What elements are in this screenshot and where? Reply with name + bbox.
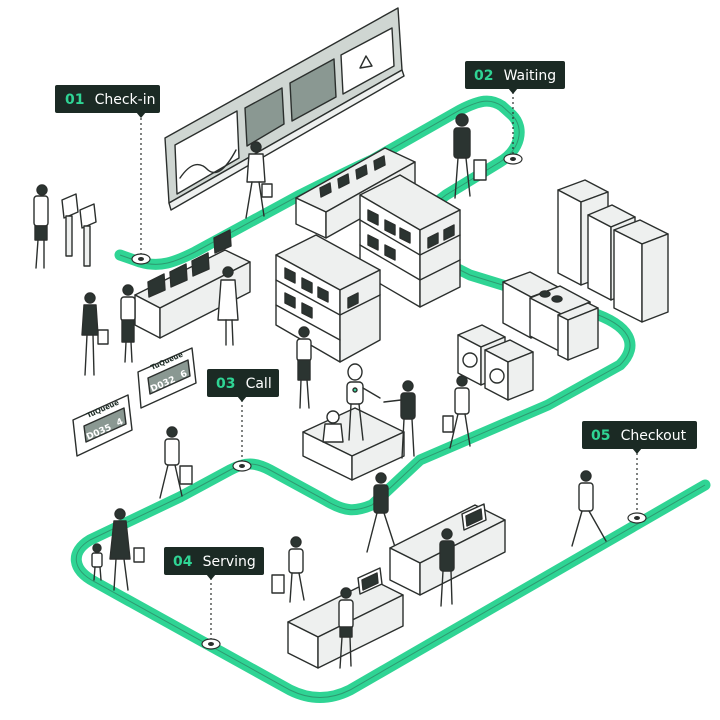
step-title: Serving	[203, 554, 256, 570]
washing-machine-icon	[457, 324, 534, 401]
refrigerator-icon	[557, 179, 669, 323]
person-icon	[245, 141, 273, 219]
phone-shelf	[275, 234, 381, 363]
person-icon	[91, 543, 103, 581]
person-icon	[120, 284, 136, 363]
step-number: 05	[591, 428, 610, 444]
step-title: Waiting	[504, 68, 557, 84]
person-icon	[383, 380, 416, 459]
step-label-call: 03 Call	[207, 369, 279, 402]
laptop-counter	[134, 229, 251, 339]
step-title: Checkout	[621, 428, 687, 444]
step-label-checkin: 01 Check-in	[55, 85, 160, 118]
person-icon	[338, 587, 354, 669]
step-label-checkout: 05 Checkout	[582, 421, 697, 454]
display-counter: 6	[179, 369, 189, 381]
queue-display-board: TuQueue D032 6	[137, 347, 197, 409]
robot-icon	[346, 363, 381, 441]
svg-text:01 Check-in: 01 Check-in	[65, 89, 155, 108]
step-number: 01	[65, 92, 84, 108]
svg-text:03 Call: 03 Call	[216, 373, 272, 392]
display-counter: 4	[115, 417, 125, 429]
step-number: 04	[173, 554, 193, 570]
step-number: 03	[216, 376, 235, 392]
wall-screen-icon	[164, 7, 405, 211]
queue-display-board: TuQueue D035 4	[72, 394, 133, 457]
svg-text:04 Serving: 04 Serving	[173, 551, 256, 570]
step-label-serving: 04 Serving	[164, 547, 264, 580]
oven-icon	[502, 271, 599, 361]
person-icon	[217, 266, 239, 346]
person-icon	[109, 508, 145, 591]
small-robot-icon	[322, 410, 344, 443]
step-number: 02	[474, 68, 493, 84]
step-title: Check-in	[95, 92, 156, 108]
robot-stage	[302, 407, 405, 481]
step-label-waiting: 02 Waiting	[465, 61, 565, 94]
person-icon	[442, 375, 471, 449]
pos-terminal-icon	[357, 567, 383, 595]
step-title: Call	[246, 376, 272, 392]
person-icon	[271, 536, 305, 603]
person-icon	[453, 113, 487, 199]
person-icon	[296, 326, 312, 409]
person-icon	[159, 426, 193, 499]
person-icon	[33, 184, 49, 269]
svg-text:05 Checkout: 05 Checkout	[591, 425, 687, 444]
person-icon	[81, 292, 109, 376]
kiosk-icon	[61, 193, 97, 267]
pos-terminal-icon	[461, 503, 487, 531]
person-icon	[439, 528, 455, 607]
svg-text:02 Waiting: 02 Waiting	[474, 65, 556, 84]
person-icon	[571, 470, 607, 547]
person-icon	[366, 472, 397, 553]
step-pins	[131, 92, 647, 650]
